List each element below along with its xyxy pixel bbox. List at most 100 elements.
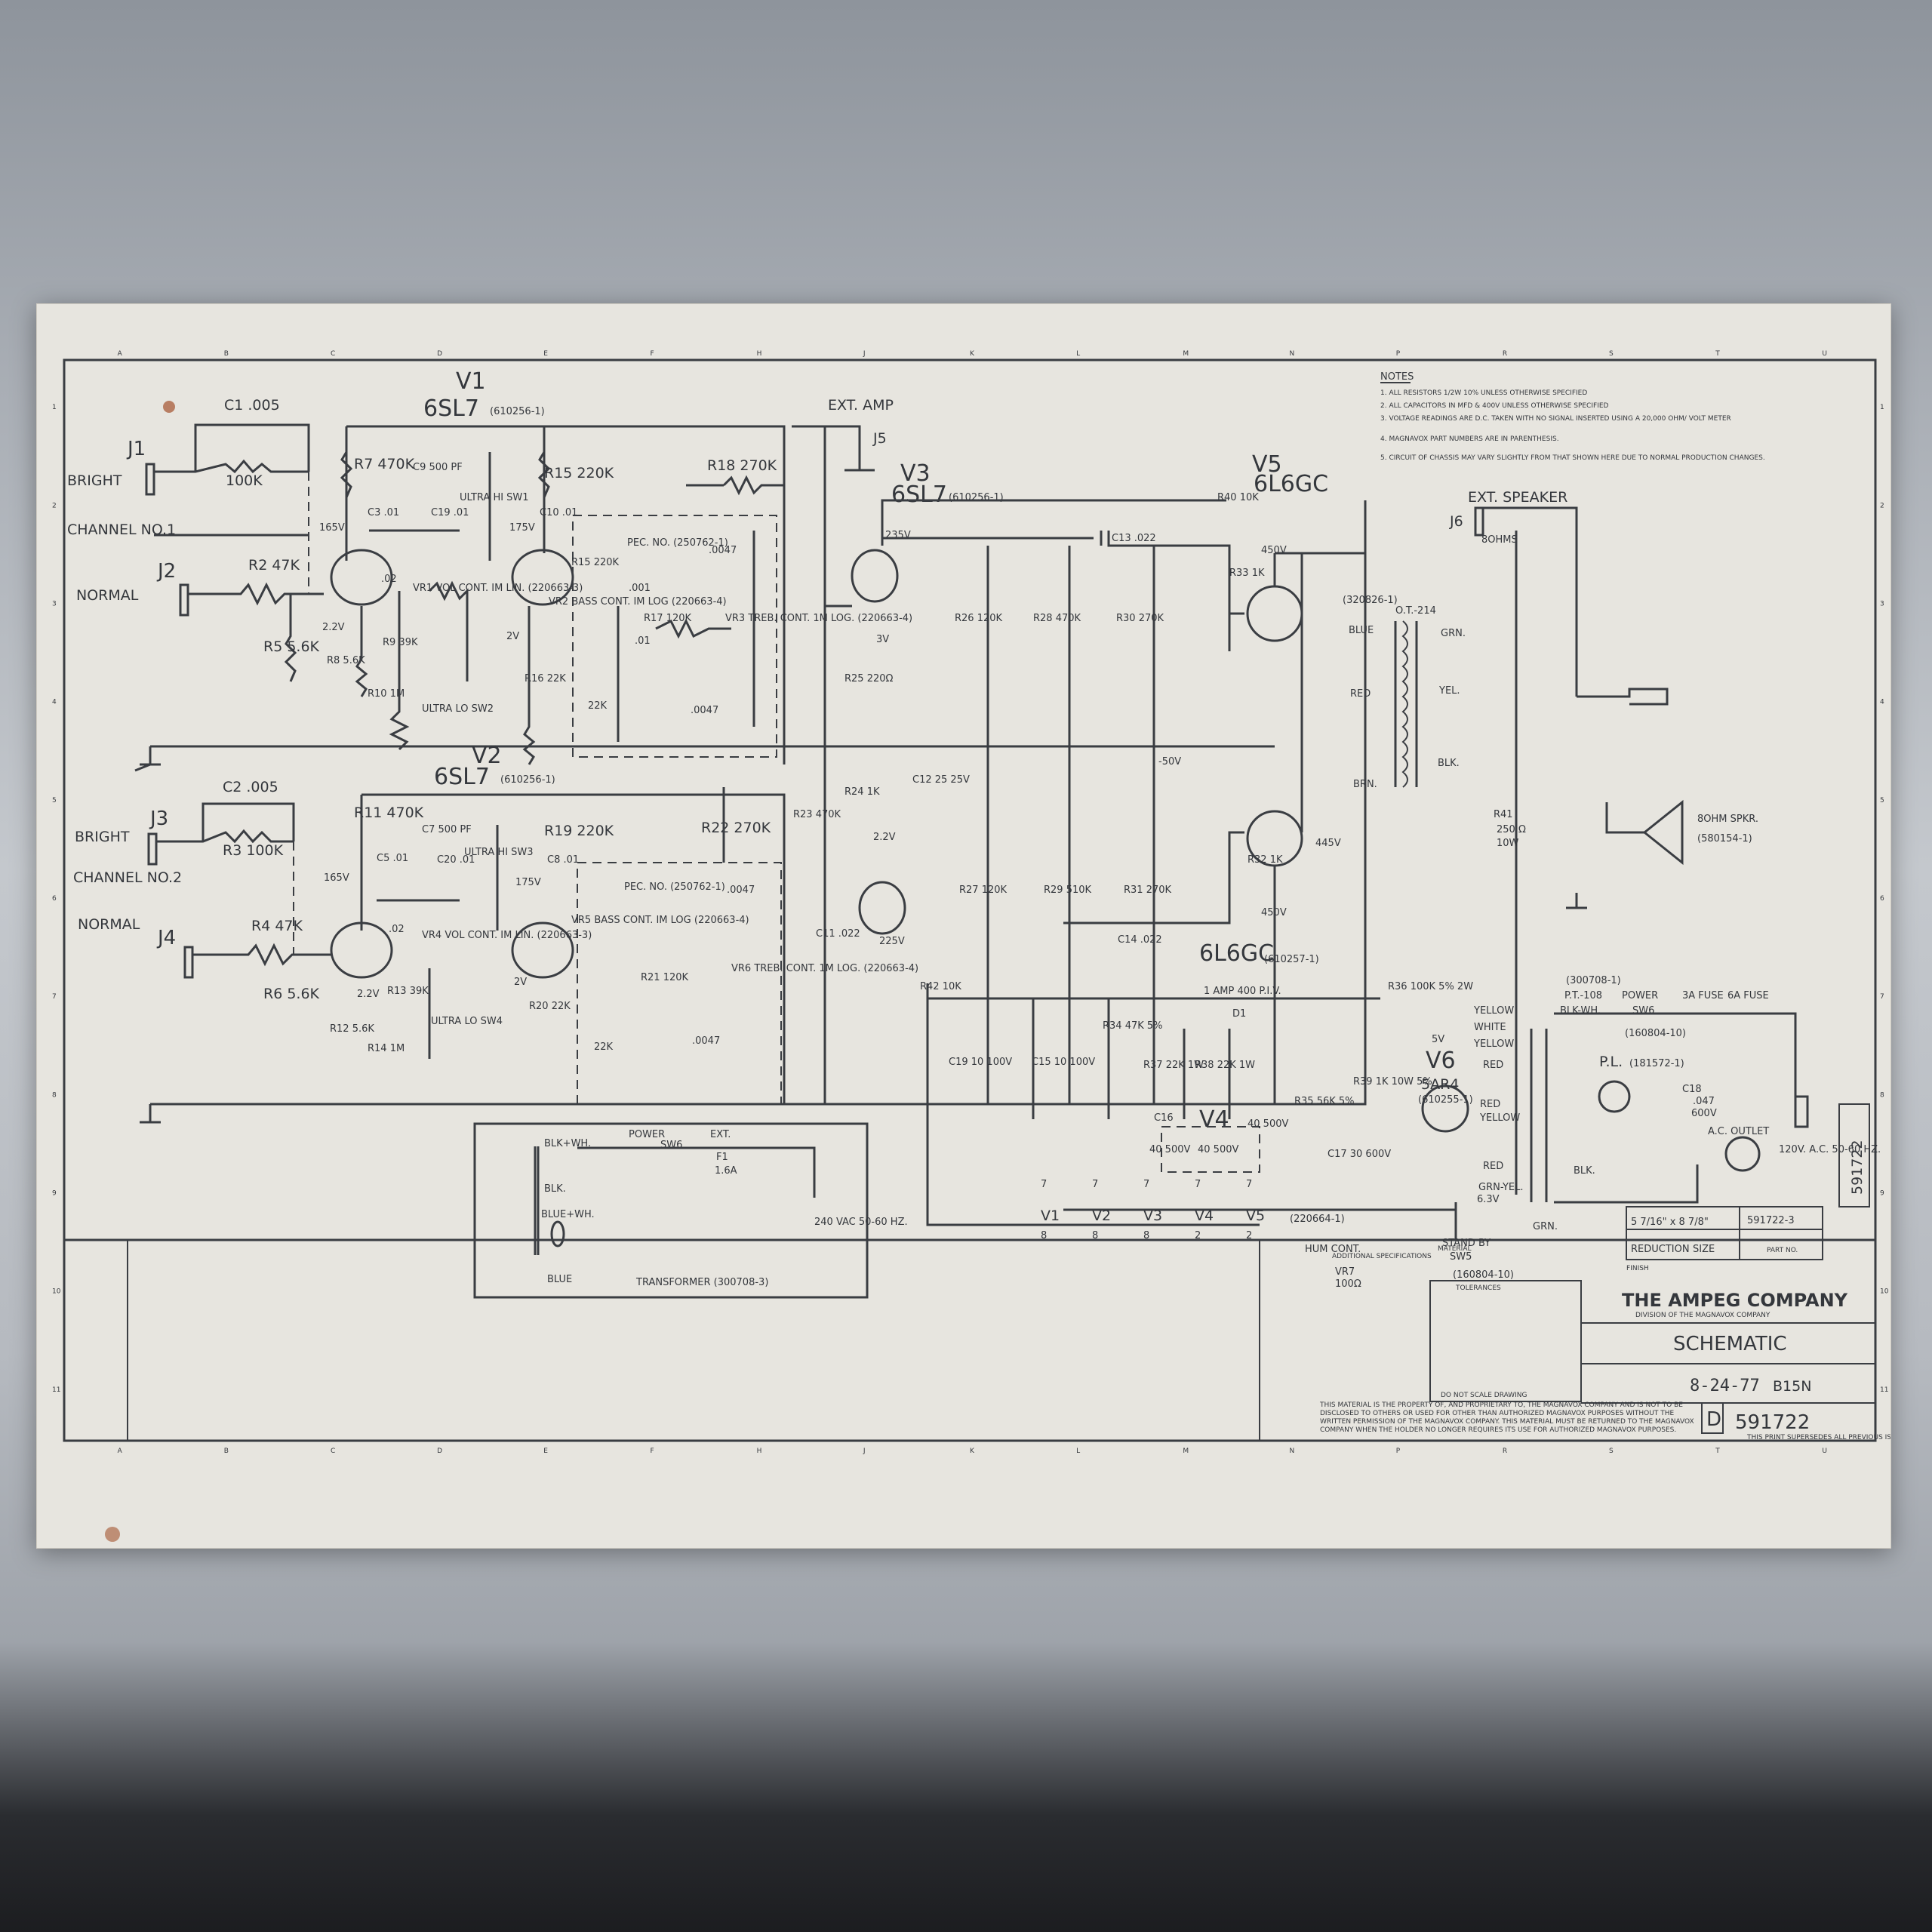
r15-label: R15 220K (544, 465, 614, 481)
r5-label: R5 5.6K (263, 638, 320, 655)
reduction-size: 5 7/16" x 8 7/8" (1631, 1217, 1709, 1228)
ext-amp-label: EXT. AMP (828, 397, 894, 414)
ot-grn: GRN. (1441, 628, 1466, 639)
ultra-hi-sw3: ULTRA HI SW3 (464, 847, 534, 858)
r19-label: R19 220K (544, 823, 614, 839)
v3-type: 6SL7 (891, 481, 947, 508)
transformer-inset: BLK+WH. BLK. BLUE+WH. BLUE POWER SW6 EXT… (473, 1122, 908, 1299)
channel-1-section: BRIGHT CHANNEL NO.1 NORMAL J1 J2 C1 .005… (67, 368, 912, 765)
r33-label: R33 1K (1229, 568, 1265, 579)
v6-part: (610255-1) (1418, 1094, 1473, 1106)
grid-letter-M: M (1183, 350, 1189, 358)
v5-label: V5 (1252, 451, 1282, 478)
v6-voltage: 5V (1432, 1034, 1444, 1045)
r21-label: R21 120K (641, 972, 689, 983)
c14-label: C14 .022 (1118, 934, 1162, 946)
r25-label: R25 220Ω (844, 673, 894, 685)
r1-value: 100K (226, 472, 263, 489)
pt-label: P.T.-108 (1564, 990, 1602, 1001)
j2-jack (179, 583, 189, 617)
v4-type: 6L6GC (1199, 940, 1274, 967)
model-number: B15N (1773, 1378, 1811, 1395)
v4-part: (610257-1) (1264, 954, 1319, 965)
j3-label: J3 (149, 808, 168, 830)
grid-letter-P: P (1396, 350, 1401, 358)
r11-label: R11 470K (354, 804, 424, 821)
t-blkwh: BLK+WH. (544, 1138, 591, 1149)
c9-label: C9 500 PF (413, 462, 463, 473)
ac-outlet (1724, 1136, 1761, 1172)
tolerances-table (1429, 1280, 1582, 1402)
grid-letter-L: L (1076, 350, 1080, 358)
grid-number-5: 5 (52, 797, 57, 804)
v1b-plate-voltage: 175V (509, 522, 535, 534)
standby-label: STAND BY (1442, 1238, 1491, 1249)
screen-voltage: 445V (1315, 838, 1341, 849)
c16b-label: 40 500V (1198, 1144, 1238, 1155)
c4-label: .02 (381, 574, 397, 585)
v2-cathode-voltage: 2.2V (357, 989, 380, 1000)
grid-letter-R: R (1503, 350, 1507, 358)
v1-plate-voltage: 165V (319, 522, 345, 534)
c18-value: .047 (1693, 1096, 1715, 1107)
grid-letter-E: E (543, 1447, 548, 1455)
r40-label: R40 10K (1217, 492, 1259, 503)
sheet-size: D (1706, 1408, 1721, 1431)
ot-part: (320826-1) (1343, 595, 1398, 606)
v5-tube-symbol (1246, 585, 1303, 642)
c0047a-2: .0047 (727, 884, 755, 896)
c10-label: C10 .01 (540, 507, 577, 518)
wire-yellow-1: YELLOW (1473, 1005, 1514, 1017)
grid-number-4: 4 (1880, 699, 1884, 706)
r30-label: R30 270K (1116, 613, 1164, 624)
heater-pin-bottom-V5: 2 (1246, 1230, 1252, 1241)
j2-label: J2 (156, 560, 176, 583)
fuse-3a-label: 3A FUSE (1682, 990, 1724, 1001)
pec-label-2: PEC. NO. (250762-1) (624, 881, 725, 893)
pt-blk: BLK. (1574, 1165, 1595, 1177)
wire-yellow-3: YELLOW (1479, 1112, 1520, 1124)
grid-number-10: 10 (52, 1288, 61, 1296)
heater-v4: V4 (1195, 1208, 1214, 1224)
r4-label: R4 47K (251, 918, 303, 934)
grid-number-6: 6 (1880, 895, 1884, 903)
r2-label: R2 47K (248, 557, 300, 574)
pt-part: (300708-1) (1566, 975, 1621, 986)
t-mains: 240 VAC 50-60 HZ. (814, 1217, 908, 1228)
supersedes-note: THIS PRINT SUPERSEDES ALL PREVIOUS ISSUE… (1746, 1434, 1890, 1441)
grid-number-8: 8 (52, 1091, 57, 1099)
filament-voltage: 6.3V (1477, 1194, 1500, 1205)
pec-label-1: PEC. NO. (250762-1) (627, 537, 728, 549)
r7-label: R7 470K (354, 456, 415, 472)
drawing-frame (63, 358, 1877, 1442)
c20-label: C20 .01 (437, 854, 475, 866)
grid-letter-N: N (1290, 350, 1295, 358)
grid-letter-R: R (1503, 1447, 1507, 1455)
grid-letter-C: C (331, 1447, 335, 1455)
j5-label: J5 (872, 430, 887, 447)
drawing-title: SCHEMATIC (1673, 1333, 1787, 1355)
v2b-tube-symbol (511, 921, 574, 979)
finish-label: FINISH (1626, 1265, 1649, 1272)
pilot-lamp-label: P.L. (1599, 1054, 1623, 1070)
company-division: DIVISION OF THE MAGNAVOX COMPANY (1635, 1312, 1770, 1319)
ot-yel: YEL. (1438, 685, 1460, 697)
r23-label: R23 470K (793, 809, 841, 820)
grid-letter-S: S (1609, 1447, 1614, 1455)
t-blue: BLUE (547, 1274, 572, 1285)
c16a-label: 40 500V (1149, 1144, 1190, 1155)
vr3-label: VR3 TREB. CONT. 1M LOG. (220663-4) (725, 613, 912, 624)
grid-letter-N: N (1290, 1447, 1295, 1455)
r18-label: R18 270K (707, 457, 777, 474)
grid-number-5: 5 (1880, 797, 1884, 804)
v1a-tube-symbol (330, 549, 393, 606)
c16c-label: 40 500V (1247, 1118, 1288, 1130)
additional-specs: ADDITIONAL SPECIFICATIONS (1332, 1253, 1432, 1260)
v1-label: V1 (456, 368, 486, 395)
grid-number-4: 4 (52, 699, 57, 706)
c18-label: C18 (1682, 1084, 1702, 1095)
grid-letter-H: H (757, 1447, 762, 1455)
r24-label: R24 1K (844, 786, 880, 798)
